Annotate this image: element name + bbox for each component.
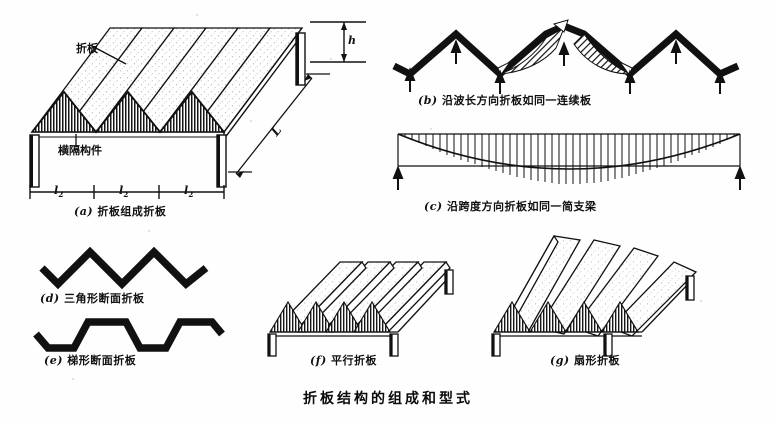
figure-b-continuous-plate [388,18,760,96]
dimension-bay-width-1: l2 [54,184,64,200]
figure-c-simply-supported-beam [388,126,760,194]
figure-g-svg [491,234,698,357]
figure-e-trapezoidal-section [30,312,230,354]
caption-figure-d: (d) 三角形断面折板 [40,292,145,305]
figure-c-svg [392,133,746,190]
caption-figure-b-text: 沿波长方向折板如同一连续板 [441,94,592,107]
figure-a-svg [29,21,366,199]
page-title: 折板结构的组成和型式 [303,391,473,407]
figure-d-triangular-section [36,246,228,290]
caption-figure-b: (b) 沿波长方向折板如同一连续板 [418,94,592,107]
caption-figure-g: (g) 扇形折板 [550,354,620,367]
figure-b-svg [392,19,740,94]
paper-speck [700,300,702,302]
paper-speck [148,230,150,232]
caption-figure-f-text: 平行折板 [331,354,378,367]
caption-figure-e: (e) 梯形断面折板 [44,354,137,367]
paper-speck [560,206,562,208]
figure-f-svg [267,260,454,357]
caption-figure-f: (f) 平行折板 [310,354,378,367]
dimension-plate-height: h [348,34,356,47]
caption-figure-c: (c) 沿跨度方向折板如同一简支梁 [424,200,597,213]
paper-speck [330,58,332,60]
figure-g-fan-shaped-folded-plate [491,232,722,358]
figure-f-parallel-folded-plate [267,238,478,358]
label-folded-plate: 折板 [76,42,98,55]
caption-figure-a: (a) 折板组成折板 [74,205,167,218]
paper-speck [250,120,252,122]
label-transverse-diaphragm: 横隔构件 [58,144,102,157]
figure-e-svg [33,318,225,352]
paper-speck [430,128,432,130]
figure-d-svg [39,246,209,290]
caption-figure-e-text: 梯形断面折板 [67,354,137,367]
paper-speck [196,14,198,16]
dimension-bay-width-3: l2 [184,184,194,200]
caption-figure-g-text: 扇形折板 [573,354,620,367]
paper-speck [72,378,74,380]
caption-figure-c-text: 沿跨度方向折板如同一简支梁 [446,200,597,213]
figure-a-folded-plate-assembly: 折板 横隔构件 h L l2 l2 l2 [14,6,384,201]
caption-figure-d-text: 三角形断面折板 [63,292,145,305]
caption-figure-a-text: 折板组成折板 [97,205,167,218]
dimension-bay-width-2: l2 [119,184,129,200]
